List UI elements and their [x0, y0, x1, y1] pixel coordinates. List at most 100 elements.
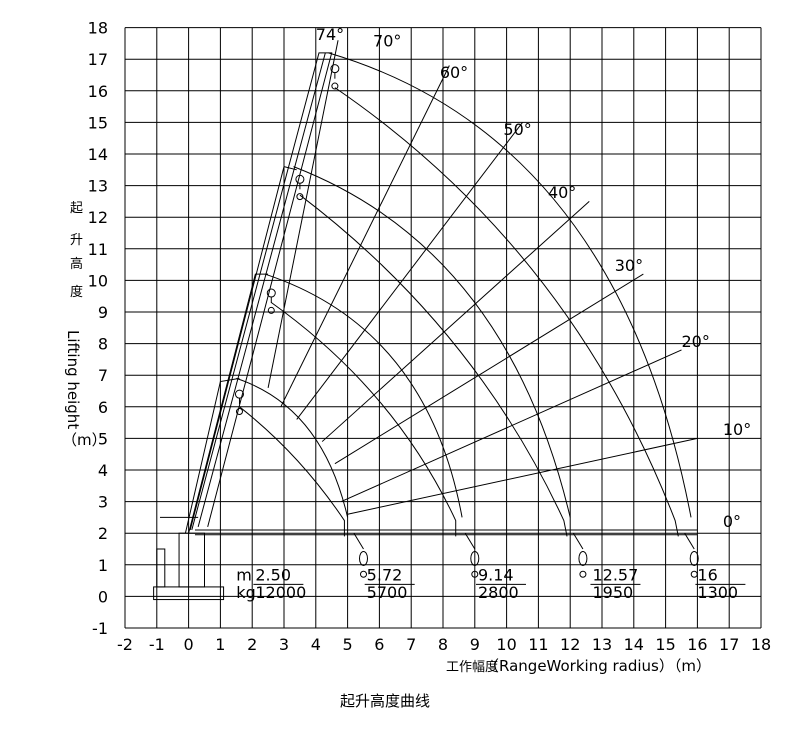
hook-icon [359, 550, 368, 566]
y-tick-label: 15 [88, 113, 108, 132]
x-tick-label: 8 [438, 635, 448, 654]
x-axis-label: 工作幅度 （RangeWorking radius）（m） [446, 657, 711, 675]
boom-74-inner [197, 52, 326, 528]
load-unit-kg: kg [236, 583, 255, 602]
x-tick-label: 0 [184, 635, 194, 654]
hook-icon [471, 570, 479, 578]
load-radius: 2.50 [255, 566, 291, 585]
y-label-cn-1: 起 [70, 201, 83, 216]
hook-icon [235, 408, 243, 416]
x-tick-label: 12 [560, 635, 580, 654]
y-tick-label: 14 [88, 145, 108, 164]
boom-angle-line [267, 40, 339, 388]
x-tick-label: 1 [215, 635, 225, 654]
hook-arc-outer [264, 273, 463, 518]
y-tick-label: -1 [92, 619, 108, 638]
boom-74 [191, 52, 333, 531]
load-radius: 9.14 [478, 566, 514, 585]
hook-arc [299, 194, 568, 537]
hook-arc-outer [236, 377, 349, 518]
y-label-cn-3: 高 [70, 256, 83, 272]
boom-angle-label: 74° [316, 25, 344, 44]
boom-angle-line [341, 349, 682, 503]
x-tick-label: 16 [687, 635, 707, 654]
y-tick-label: 18 [88, 19, 108, 38]
boom-angle-label: 70° [373, 32, 401, 51]
hook-rope [684, 532, 695, 550]
hook-icon [360, 570, 367, 578]
x-tick-label: 11 [528, 635, 548, 654]
boom-74-base [184, 377, 240, 534]
load-unit-m: m [236, 566, 252, 585]
x-tick-label: 4 [311, 635, 321, 654]
boom-74-mid [189, 166, 297, 531]
boom-angle-label: 0° [723, 512, 741, 531]
y-label-en: Lifting height [64, 330, 82, 429]
y-tick-label: 9 [98, 303, 108, 322]
y-tick-label: 17 [88, 50, 108, 69]
boom-angle-line [296, 122, 523, 420]
hook-icon [331, 82, 339, 90]
x-tick-label: -1 [149, 635, 165, 654]
crane-drawing [153, 52, 699, 601]
hook-arc [239, 406, 345, 537]
boom-angle-line [321, 201, 590, 442]
y-tick-label: 10 [88, 271, 108, 290]
hook-icon [470, 550, 480, 566]
x-tick-label: 5 [343, 635, 353, 654]
hook-icon [689, 550, 699, 566]
boom-angle-label: 10° [723, 420, 751, 439]
hook-arc [334, 87, 679, 537]
y-tick-label: 4 [98, 461, 108, 480]
boom-angle-label: 30° [615, 256, 643, 275]
boom-angle-line [347, 437, 698, 515]
x-tick-label: 9 [470, 635, 480, 654]
load-value: 12000 [255, 583, 306, 602]
y-axis-label: 起 升 高 度 Lifting height （m） [62, 201, 107, 449]
hook-rope [353, 532, 364, 550]
hook-icon [578, 550, 588, 566]
load-radius: 12.57 [592, 566, 638, 585]
hook-arc-outer [328, 52, 692, 518]
y-label-cn-2: 升 [70, 233, 83, 248]
y-tick-label: 16 [88, 82, 108, 101]
hook-rope [572, 532, 584, 550]
boom-angle-label: 60° [440, 63, 468, 82]
hook-icon [296, 193, 304, 201]
boom-angle-lines [267, 40, 698, 515]
x-tick-label: 6 [374, 635, 384, 654]
y-tick-label: 13 [88, 177, 108, 196]
y-tick-label: 7 [98, 366, 108, 385]
caption: 起升高度曲线 [339, 692, 430, 710]
load-table-labels: mkg2.50120005.7257009.14280012.571950161… [236, 566, 746, 602]
hook-icon [295, 174, 305, 184]
y-tick-label: 1 [98, 556, 108, 575]
boom-angle-line [280, 65, 450, 408]
x-tick-label: 18 [751, 635, 771, 654]
boom-angle-label: 20° [682, 332, 710, 351]
y-tick-label: 5 [98, 429, 108, 448]
boom-angle-line [334, 273, 644, 465]
y-tick-label: 6 [98, 398, 108, 417]
x-label-cn: 工作幅度 [446, 659, 498, 675]
x-tick-label: 3 [279, 635, 289, 654]
load-radius: 16 [697, 566, 717, 585]
hook-icon [690, 570, 698, 578]
y-tick-label: 2 [98, 524, 108, 543]
load-value: 2800 [478, 583, 519, 602]
hook-rope [464, 532, 476, 550]
crane-column [178, 532, 205, 588]
load-value: 1300 [697, 583, 738, 602]
y-label-cn-4: 度 [70, 284, 83, 300]
x-tick-label: 15 [655, 635, 675, 654]
grid [124, 27, 762, 629]
boom-angle-label: 40° [548, 183, 576, 202]
y-tick-label: 8 [98, 335, 108, 354]
boom-angle-label: 50° [503, 120, 531, 139]
truck-outrigger [156, 548, 166, 588]
x-label-en: （RangeWorking radius）（m） [484, 657, 711, 675]
y-label-unit: （m） [62, 431, 107, 449]
load-value: 1950 [592, 583, 633, 602]
hook-arc-outer [293, 166, 571, 518]
